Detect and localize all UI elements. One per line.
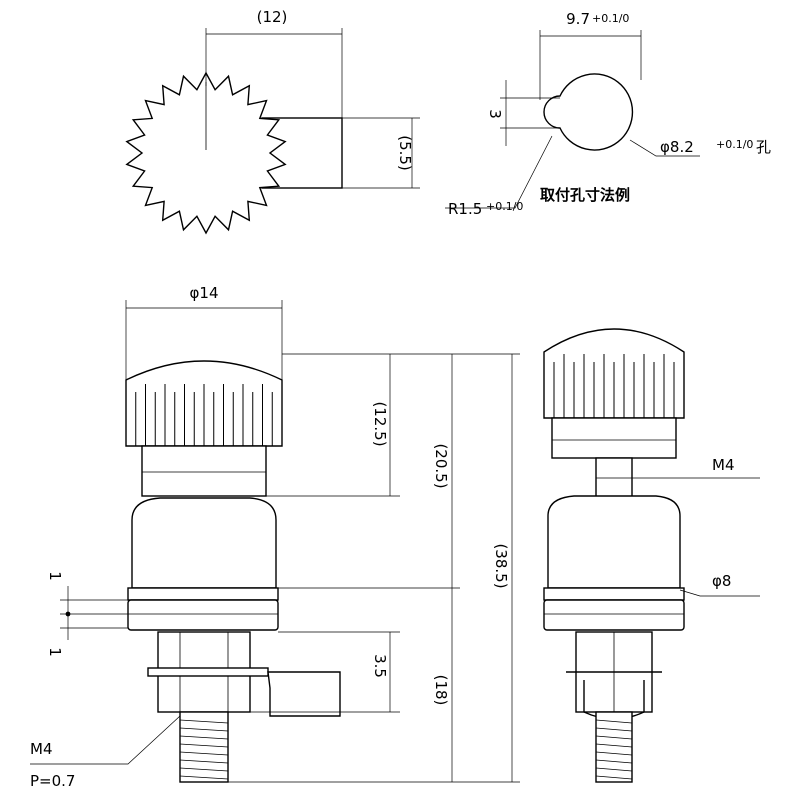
side-washer-bottom xyxy=(543,599,685,631)
side-diameter-label: φ8 xyxy=(712,572,731,590)
hole-width-tol: +0.1/0 xyxy=(592,12,629,25)
washer-bottom-label: 1 xyxy=(46,647,64,657)
hole-caption: 取付孔寸法例 xyxy=(540,186,630,204)
front-knob-ridges xyxy=(135,384,273,446)
front-collar xyxy=(141,445,267,497)
thread-line xyxy=(595,727,633,732)
thread-leader xyxy=(30,715,181,765)
side-body xyxy=(547,495,681,589)
side-view: M4 φ8 xyxy=(543,328,760,783)
top-view: (12) (5.5) xyxy=(125,8,420,235)
thread-line xyxy=(595,775,633,780)
washer-top-label: 1 xyxy=(46,571,64,581)
top-width-label: (12) xyxy=(257,8,288,26)
side-stud-threads xyxy=(595,719,633,780)
top-height-label: (5.5) xyxy=(396,135,414,171)
hole-width-label: 9.7 xyxy=(566,10,590,28)
front-stud-threads xyxy=(179,719,229,780)
thread-line xyxy=(179,751,229,756)
mounting-hole-outline xyxy=(543,73,634,151)
hole-radius-tol: +0.1/0 xyxy=(486,200,523,213)
front-washer-top xyxy=(127,587,279,601)
upper-height-label: (20.5) xyxy=(432,443,450,488)
front-terminal-lug-plate xyxy=(147,667,269,677)
hole-diameter-label: φ8.2 xyxy=(660,138,694,156)
side-diameter-leader xyxy=(679,589,760,597)
knob-height-label: (12.5) xyxy=(371,401,389,446)
side-thread-label: M4 xyxy=(712,456,735,474)
thread-line xyxy=(179,759,229,764)
hole-notch-label: 3 xyxy=(486,109,504,119)
thread-line xyxy=(179,775,229,780)
thread-line xyxy=(595,735,633,740)
thread-line xyxy=(179,735,229,740)
washer-dot xyxy=(65,611,71,617)
hole-diameter-tol: +0.1/0 xyxy=(716,138,753,151)
thread-line xyxy=(595,759,633,764)
thread-pitch-label: P=0.7 xyxy=(30,772,75,790)
hole-radius-label: R1.5 xyxy=(448,200,482,218)
front-terminal-lug xyxy=(267,671,341,717)
thread-size-label: M4 xyxy=(30,740,53,758)
thread-line xyxy=(179,719,229,724)
top-view-tab xyxy=(261,117,343,189)
mounting-hole-view: 9.7 +0.1/0 3 R1.5 +0.1/0 φ8.2 +0.1/0 孔 取… xyxy=(445,10,771,218)
front-washer-bottom xyxy=(127,599,279,631)
thread-line xyxy=(595,743,633,748)
front-body xyxy=(131,497,277,589)
lower-height-label: (18) xyxy=(432,675,450,706)
thread-line xyxy=(595,751,633,756)
hole-diameter-leader xyxy=(629,139,700,157)
thread-line xyxy=(595,767,633,772)
hole-diameter-suffix: 孔 xyxy=(756,138,771,156)
side-collar xyxy=(551,417,677,459)
total-height-label: (38.5) xyxy=(492,543,510,588)
hole-radius-leader xyxy=(445,135,553,209)
thread-line xyxy=(595,719,633,724)
thread-line xyxy=(179,767,229,772)
nut-height-label: 3.5 xyxy=(371,654,389,678)
front-view: φ14 (12.5) (20.5) (38.5) (18) 3.5 1 1 M4… xyxy=(30,284,520,790)
top-view-knurl xyxy=(125,71,287,235)
knob-diameter-label: φ14 xyxy=(190,284,219,302)
thread-line xyxy=(179,727,229,732)
side-washer-top xyxy=(543,587,685,601)
thread-line xyxy=(179,743,229,748)
side-knob-ridges xyxy=(553,354,675,418)
